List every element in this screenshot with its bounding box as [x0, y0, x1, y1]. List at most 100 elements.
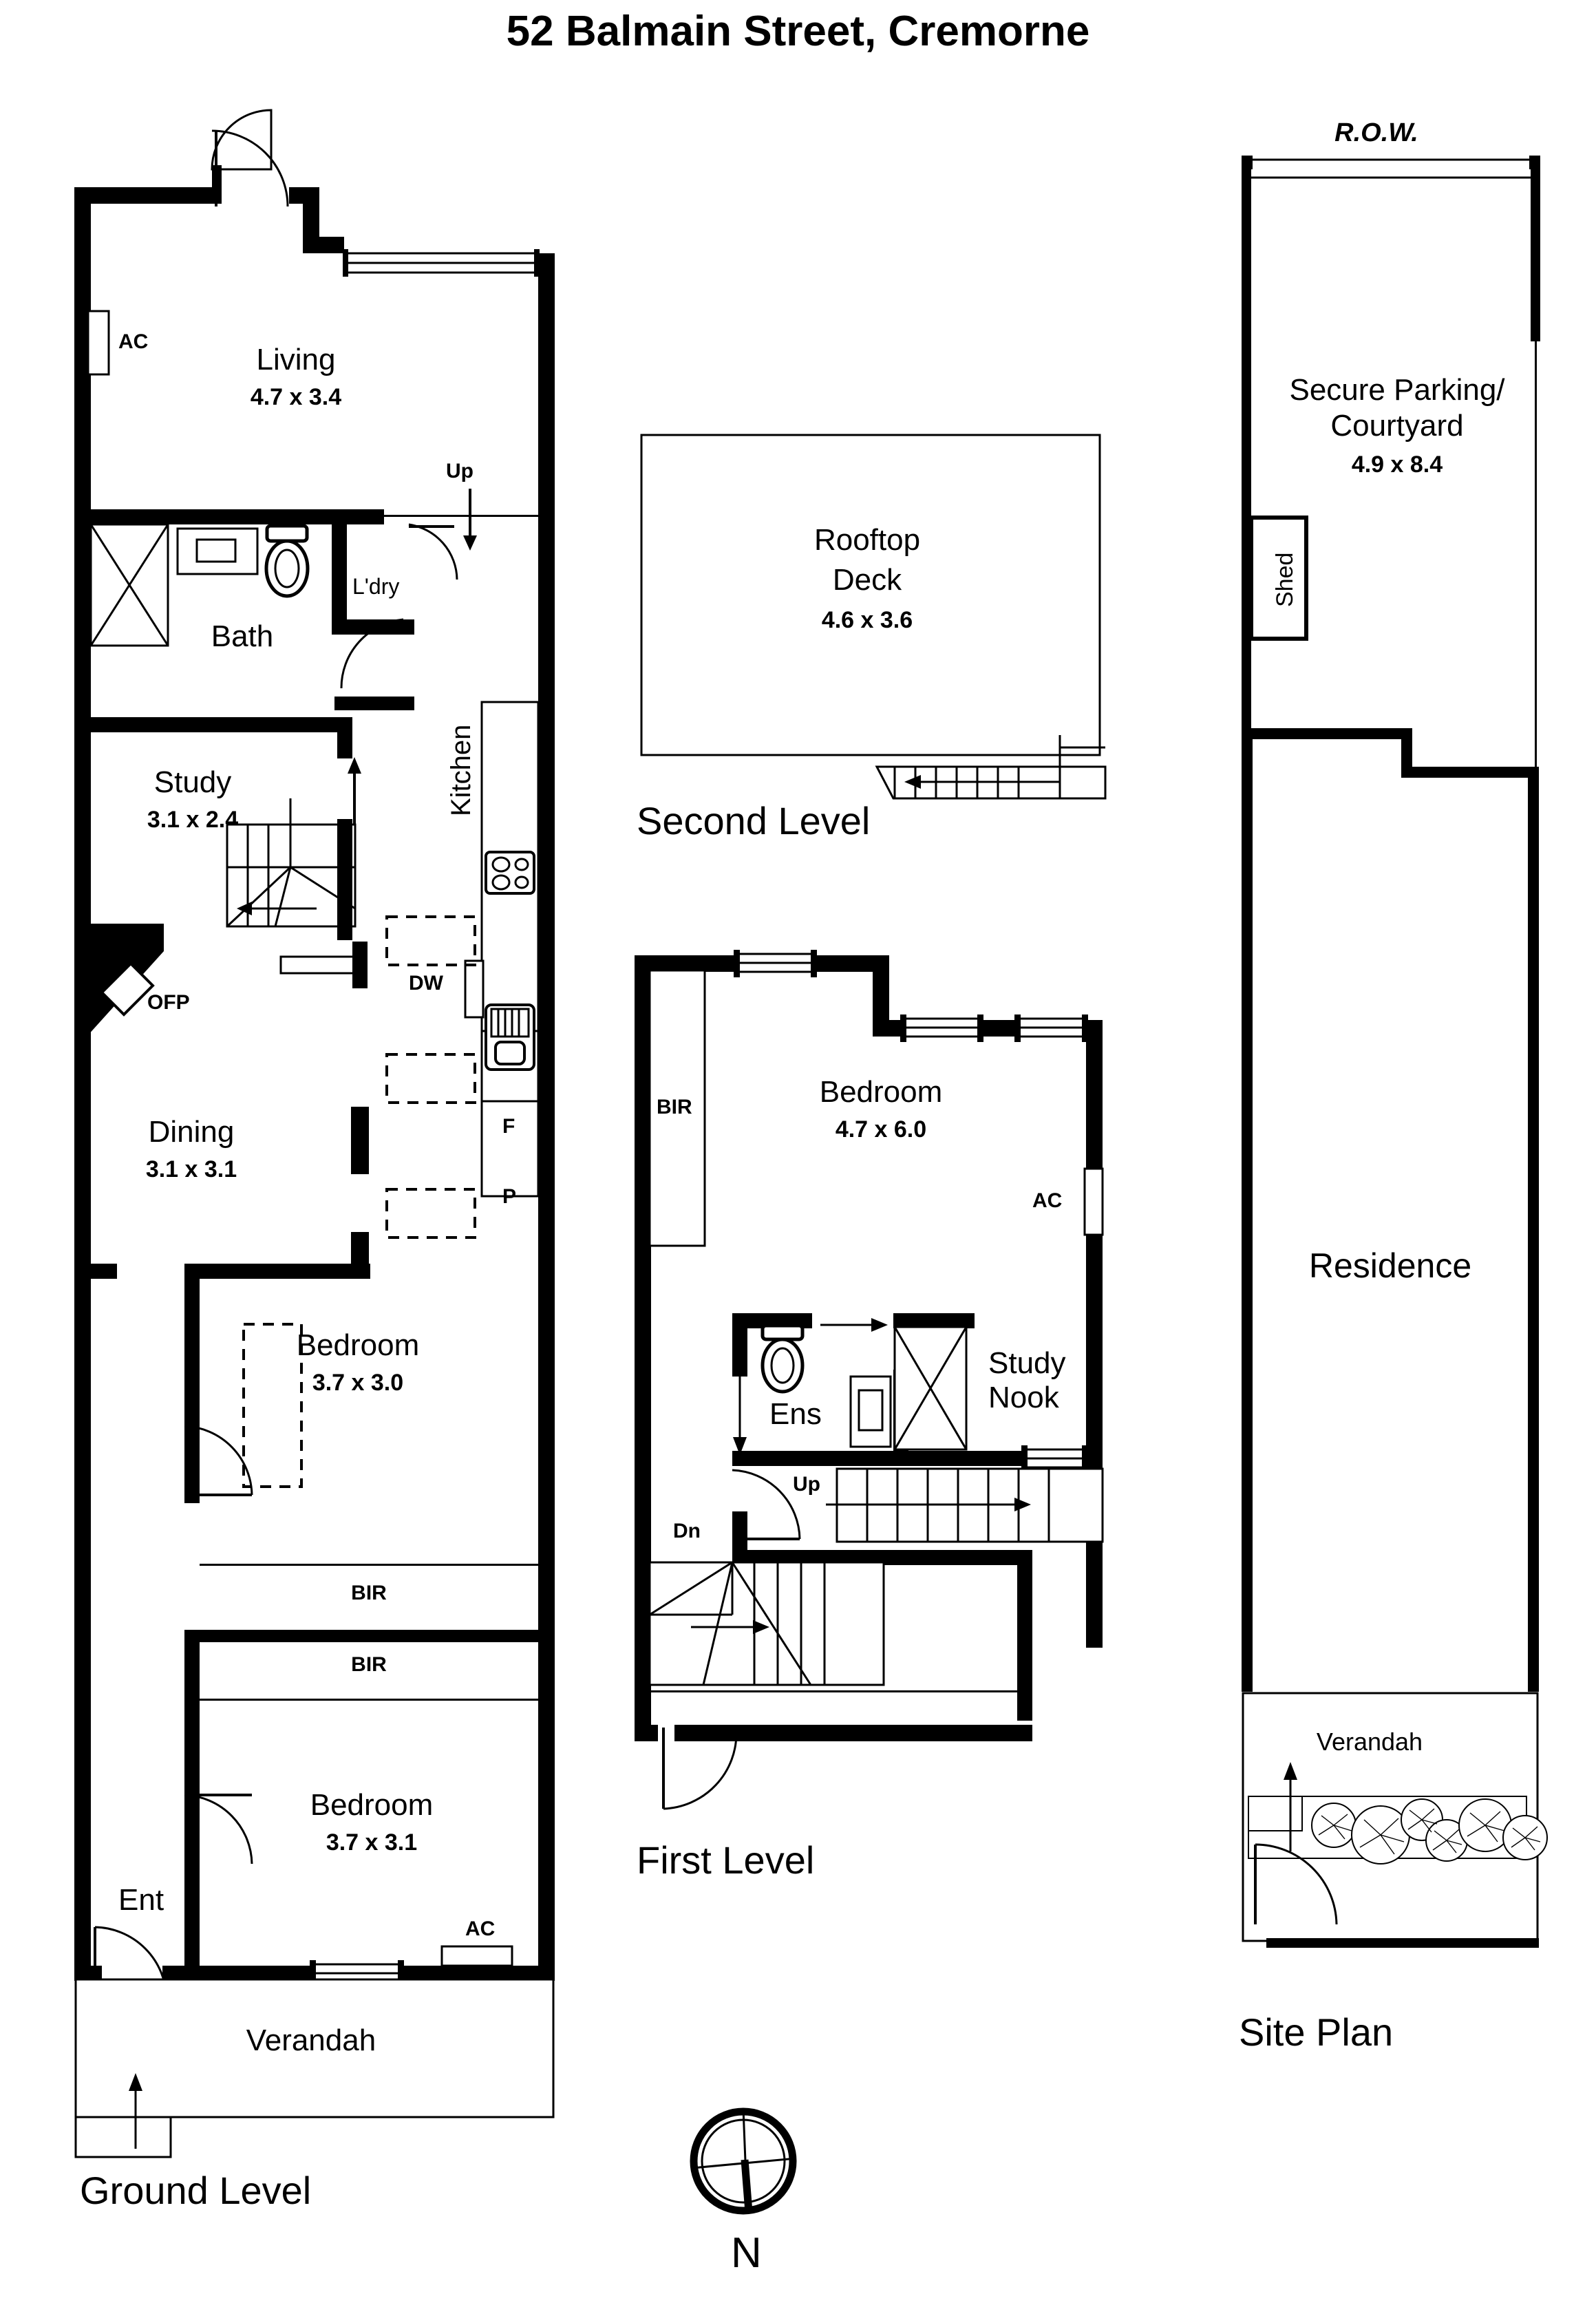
wall-right-ground [538, 253, 555, 1966]
bir2-bottom-line [200, 1699, 538, 1701]
wall-first-top-left [635, 955, 738, 972]
study-nook-label-1: Study [988, 1346, 1066, 1380]
ac-first-label: AC [1032, 1189, 1063, 1212]
fireplace-icon [100, 962, 155, 1017]
bir2-label: BIR [351, 1653, 387, 1676]
wall-living-top-left [74, 187, 212, 204]
site-plan: R.O.W. Secure Parking/ Courtyard 4.9 x 8… [1163, 117, 1596, 2316]
room-study-dim: 3.1 x 2.4 [147, 807, 239, 833]
staircase-ground [226, 798, 357, 928]
room-study-name: Study [153, 765, 232, 799]
rooftop-deck-name-1: Rooftop [813, 523, 921, 557]
wall-bath-door-jamb [334, 697, 414, 710]
wall-site-bottom [1266, 1938, 1539, 1948]
compass-icon [690, 2107, 797, 2215]
staircase-second [875, 735, 1107, 800]
door-arc-bedroom1 [184, 1425, 253, 1496]
window-first-lower-right [1021, 1445, 1089, 1473]
wall-residence-right [1528, 767, 1539, 1692]
ac-unit-living-icon [87, 310, 110, 376]
room-bedroom1-name: Bedroom [296, 1328, 420, 1362]
wall-study-top-stub [337, 717, 352, 758]
bir1-label: BIR [351, 1582, 387, 1604]
second-level-plan: Rooftop Deck 4.6 x 3.6 Second Level [606, 413, 1142, 895]
dishwasher-icon [464, 959, 485, 1019]
parking-dim: 4.9 x 8.4 [1351, 451, 1443, 478]
rooftop-deck-name-2: Deck [832, 563, 902, 597]
page-title: 52 Balmain Street, Cremorne [506, 8, 1090, 55]
room-first-bedroom-name: Bedroom [819, 1075, 943, 1109]
kitchen-label: Kitchen [446, 724, 476, 816]
wall-bath-top [74, 509, 308, 524]
wall-study-top [74, 717, 351, 732]
ens-down-arrow [733, 1377, 747, 1455]
up-label-ground: Up [446, 460, 474, 482]
pantry-label: P [502, 1185, 517, 1208]
site-entry-arrow [1284, 1762, 1297, 1851]
dishwasher-label: DW [409, 972, 443, 995]
ac-unit-bedroom2-icon [440, 1945, 513, 1967]
door-arc-living [211, 109, 289, 207]
wall-entry-notch [74, 1966, 102, 1981]
door-arc-bath [340, 618, 404, 689]
rooftop-deck-dim: 4.6 x 3.6 [821, 607, 913, 633]
wall-first-inner-right [1017, 1550, 1032, 1721]
verandah-ground-outline [74, 1978, 555, 2158]
wall-bedroom1-top [184, 1264, 370, 1279]
ac-unit-first-icon [1083, 1167, 1104, 1236]
basin-icon-ens [849, 1375, 892, 1448]
parking-label-1: Secure Parking/ [1289, 373, 1505, 407]
ground-level-plan: AC Living 4.7 x 3.4 Up B [0, 0, 619, 2316]
room-bedroom1-dim: 3.7 x 3.0 [312, 1370, 404, 1396]
sink-icon [485, 1003, 535, 1071]
wall-first-left [635, 955, 651, 1740]
room-dining-dim: 3.1 x 3.1 [145, 1156, 237, 1182]
ldry-label: L'dry [352, 574, 400, 599]
window-first-right-b [1014, 1014, 1088, 1042]
wall-ldry-left [332, 524, 347, 635]
down-label-first: Dn [673, 1520, 701, 1542]
site-right-thin-upper [1535, 156, 1537, 995]
ofp-label: OFP [147, 991, 190, 1014]
door-arc-first-bottom [662, 1728, 738, 1810]
ac-living-label: AC [118, 330, 149, 353]
window-first-top [734, 950, 817, 977]
wall-residence-top-a [1242, 728, 1411, 739]
bir-first-outline [648, 969, 706, 1247]
wall-bir-divider [184, 1630, 555, 1642]
staircase-first-up [826, 1467, 1104, 1543]
wall-first-landing-top [732, 1451, 1030, 1466]
entry-label: Ent [118, 1883, 164, 1917]
first-level-plan: BIR Bedroom 4.7 x 6.0 AC Ens [606, 922, 1156, 1886]
wall-living-top-step2 [303, 237, 344, 253]
ac-bedroom2-label: AC [465, 1917, 496, 1940]
kitchen-dashed-3 [385, 1188, 476, 1239]
garden-bed [1248, 1796, 1548, 1865]
room-first-bedroom-dim: 4.7 x 6.0 [835, 1116, 927, 1143]
shower-icon [89, 523, 169, 647]
site-verandah-label: Verandah [1316, 1728, 1423, 1756]
wall-residence-left [1242, 728, 1253, 1692]
window-living-glass [343, 249, 540, 277]
site-plan-label: Site Plan [1239, 2010, 1394, 2054]
first-level-label: First Level [637, 1838, 815, 1882]
bedroom1-dashed-robe [242, 1323, 303, 1488]
door-arc-bedroom2 [184, 1794, 253, 1865]
wall-first-bottom [674, 1725, 1032, 1741]
rooftop-deck-outline [640, 434, 1101, 756]
room-bedroom2-name: Bedroom [310, 1788, 434, 1822]
dining-opening [279, 955, 355, 975]
wall-residence-step-v [1401, 728, 1412, 778]
fridge-label: F [502, 1115, 515, 1138]
wall-bedroom1-left [184, 1264, 200, 1503]
bir-first-label: BIR [657, 1096, 692, 1118]
wall-first-bottom-notch [635, 1725, 658, 1741]
room-bedroom2-dim: 3.7 x 3.1 [326, 1829, 418, 1856]
verandah-entry-arrow [129, 2073, 142, 2149]
toilet-icon-ground [264, 524, 310, 598]
room-bath-name: Bath [211, 619, 274, 653]
shower-icon-ens [893, 1326, 968, 1451]
wall-hall-line [383, 515, 555, 517]
wall-left-ground [74, 187, 91, 1966]
